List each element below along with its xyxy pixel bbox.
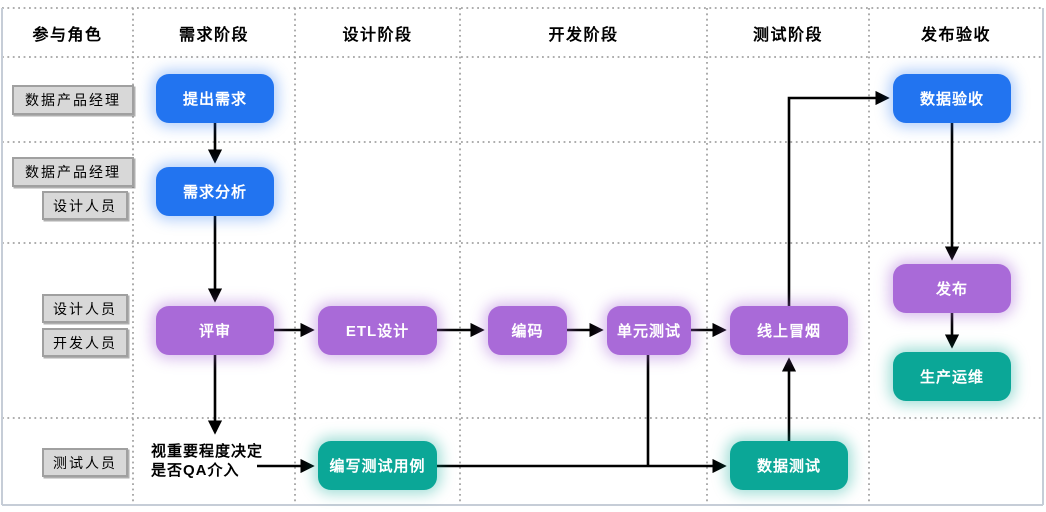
phase-header-release-phase: 发布验收 [920,26,991,44]
phase-header-requirements-phase: 需求阶段 [178,26,249,44]
node-label-etl-design: ETL设计 [345,323,410,340]
node-release[interactable]: 发布 [893,264,1011,313]
role-data-product-manager-row1: 数据产品经理 [12,85,134,115]
node-production-operations[interactable]: 生产运维 [893,352,1011,401]
node-label-requirements-analysis: 需求分析 [182,184,247,201]
role-tester-row4: 测试人员 [42,448,128,477]
node-data-acceptance[interactable]: 数据验收 [893,74,1011,123]
node-etl-design[interactable]: ETL设计 [318,306,437,355]
node-unit-test[interactable]: 单元测试 [607,306,691,355]
node-label-production-operations: 生产运维 [919,369,984,386]
role-data-product-manager-row2: 数据产品经理 [12,157,134,187]
node-label-propose-requirements: 提出需求 [182,91,247,108]
node-label-data-test: 数据测试 [756,458,821,475]
node-review[interactable]: 评审 [156,306,274,355]
phase-header-roles: 参与角色 [32,26,103,44]
role-designer-row2: 设计人员 [42,191,128,220]
qa-annotation: 视重要程度决定 是否QA介入 [151,442,263,480]
node-label-data-acceptance: 数据验收 [919,91,984,108]
node-label-release: 发布 [935,281,968,298]
phase-header-testing-phase: 测试阶段 [752,26,823,44]
node-label-online-smoke-test: 线上冒烟 [756,323,821,340]
node-label-coding: 编码 [511,323,544,340]
node-write-test-cases[interactable]: 编写测试用例 [318,441,437,490]
role-developer-row3: 开发人员 [42,328,128,357]
qa-annotation-line2: 是否QA介入 [151,462,240,479]
role-designer-row3: 设计人员 [42,294,128,323]
phase-header-development-phase: 开发阶段 [548,26,619,44]
node-propose-requirements[interactable]: 提出需求 [156,74,274,123]
node-requirements-analysis[interactable]: 需求分析 [156,167,274,216]
node-label-write-test-cases: 编写测试用例 [329,458,426,475]
node-online-smoke-test[interactable]: 线上冒烟 [730,306,848,355]
phase-header-design-phase: 设计阶段 [342,26,413,44]
node-label-review: 评审 [198,323,231,340]
arrow-smoke-to-data-acceptance [787,90,890,306]
node-data-test[interactable]: 数据测试 [730,441,848,490]
node-label-unit-test: 单元测试 [616,323,681,340]
qa-annotation-line1: 视重要程度决定 [151,443,264,460]
node-coding[interactable]: 编码 [488,306,567,355]
